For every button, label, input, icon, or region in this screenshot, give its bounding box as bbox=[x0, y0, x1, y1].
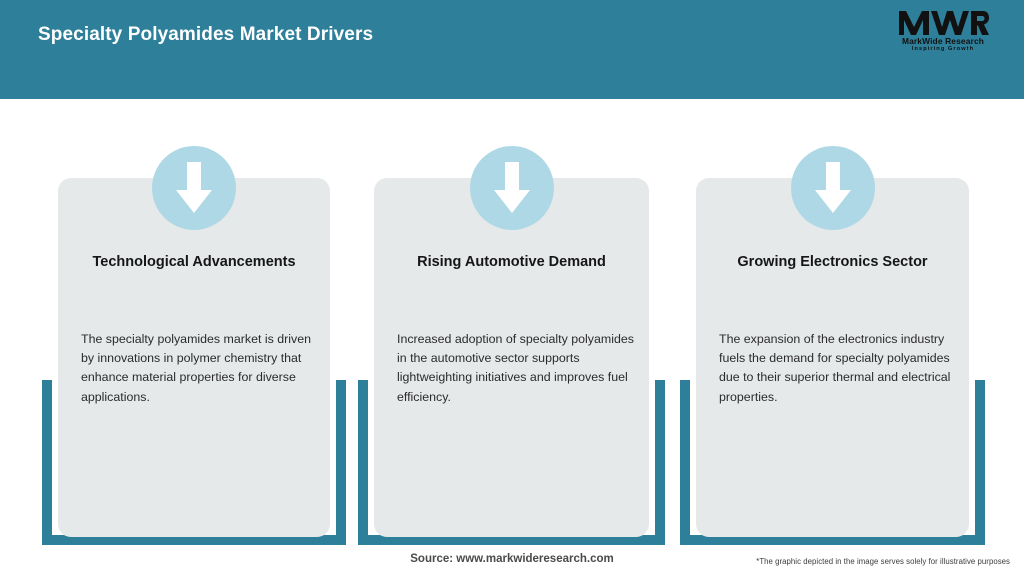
card-title: Rising Automotive Demand bbox=[417, 254, 606, 270]
logo-company-name: MarkWide Research bbox=[901, 36, 985, 46]
logo-tagline: Inspiring Growth bbox=[911, 46, 975, 53]
arrow-down-glyph bbox=[814, 162, 851, 213]
card-body: Technological Advancements The specialty… bbox=[58, 178, 330, 537]
bracket-right-bar bbox=[975, 380, 985, 545]
driver-card-1[interactable]: Technological Advancements The specialty… bbox=[42, 99, 346, 576]
card-bracket bbox=[42, 380, 346, 545]
page-title: Specialty Polyamides Market Drivers bbox=[38, 24, 374, 45]
cards-area: Technological Advancements The specialty… bbox=[0, 99, 1024, 576]
driver-card-2[interactable]: Rising Automotive Demand Increased adopt… bbox=[358, 99, 665, 576]
bracket-bottom-bar bbox=[358, 535, 665, 545]
card-body: Growing Electronics Sector The expansion… bbox=[696, 178, 969, 537]
driver-card-3[interactable]: Growing Electronics Sector The expansion… bbox=[680, 99, 985, 576]
card-description: The specialty polyamides market is drive… bbox=[81, 332, 312, 404]
bracket-bottom-bar bbox=[680, 535, 985, 545]
card-body: Rising Automotive Demand Increased adopt… bbox=[374, 178, 649, 537]
bracket-left-bar bbox=[42, 380, 52, 545]
card-description: Increased adoption of specialty polyamid… bbox=[397, 332, 634, 404]
brand-logo: MarkWide Research Inspiring Growth bbox=[884, 10, 1002, 66]
card-title: Growing Electronics Sector bbox=[737, 254, 928, 270]
bracket-right-bar bbox=[655, 380, 665, 545]
card-bracket bbox=[680, 380, 985, 545]
arrow-down-icon bbox=[152, 146, 236, 230]
disclaimer-label: *The graphic depicted in the image serve… bbox=[756, 557, 1010, 566]
arrow-down-glyph bbox=[176, 162, 212, 213]
bracket-right-bar bbox=[336, 380, 346, 545]
bracket-left-bar bbox=[680, 380, 690, 545]
arrow-down-glyph bbox=[493, 162, 530, 213]
card-description: The expansion of the electronics industr… bbox=[719, 332, 951, 404]
mwr-monogram-icon bbox=[899, 11, 989, 35]
header-bar bbox=[0, 0, 1024, 99]
arrow-down-icon bbox=[469, 146, 554, 230]
card-bracket bbox=[358, 380, 665, 545]
arrow-down-icon bbox=[790, 146, 875, 230]
bracket-left-bar bbox=[358, 380, 368, 545]
source-label: Source: www.markwideresearch.com bbox=[410, 553, 614, 565]
bracket-bottom-bar bbox=[42, 535, 346, 545]
card-title: Technological Advancements bbox=[92, 254, 296, 270]
